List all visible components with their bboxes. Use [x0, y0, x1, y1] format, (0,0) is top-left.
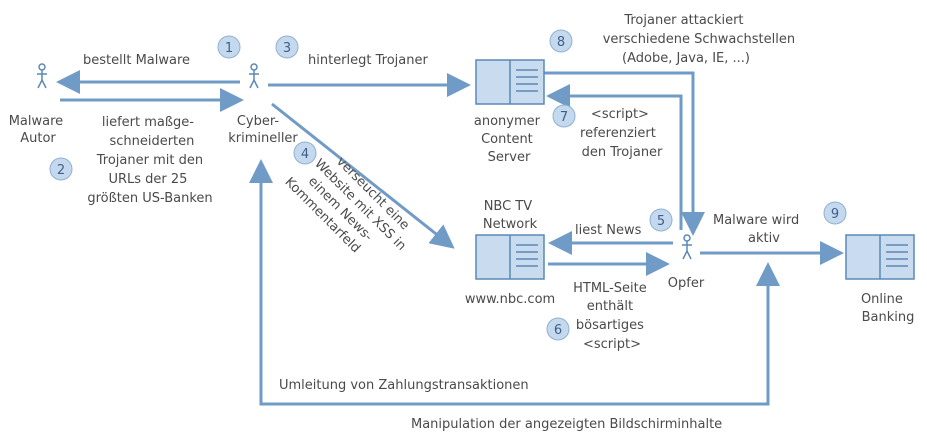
- step-7-text: <script> referenziert den Trojaner: [580, 107, 663, 160]
- svg-text:1: 1: [225, 41, 233, 56]
- nbc-server-icon: [475, 234, 545, 280]
- step-badge-3: 3: [275, 35, 299, 59]
- label-opfer: Opfer: [668, 276, 705, 291]
- step-badge-1: 1: [217, 35, 241, 59]
- step-badge-8: 8: [549, 29, 573, 53]
- step-3-text: hinterlegt Trojaner: [308, 53, 428, 68]
- step-badge-9: 9: [823, 201, 847, 225]
- redirect-text: Umleitung von Zahlungstransaktionen: [279, 378, 529, 393]
- label-banking: Online Banking: [861, 292, 914, 325]
- label-cyber: Cyber- krimineller: [228, 114, 298, 146]
- step-badge-7: 7: [552, 104, 576, 128]
- svg-text:3: 3: [283, 41, 291, 56]
- step-2-text: liefert maßge- schneiderten Trojaner mit…: [87, 115, 212, 206]
- banking-server-icon: [845, 234, 915, 280]
- label-nbc-url: www.nbc.com: [465, 292, 555, 307]
- label-server: anonymer Content Server: [474, 114, 544, 165]
- arrow-4: [271, 102, 455, 249]
- step-1-text: bestellt Malware: [83, 53, 190, 68]
- label-nbc: NBC TV Network: [483, 199, 538, 232]
- step-9-text: Malware wird aktiv: [713, 213, 803, 246]
- content-server-icon: [475, 59, 545, 105]
- step-5-text: liest News: [575, 223, 642, 238]
- svg-text:9: 9: [831, 207, 839, 222]
- arrow-7: [546, 84, 683, 230]
- manipulation-text: Manipulation der angezeigten Bildschirmi…: [411, 417, 722, 432]
- arrows: [56, 70, 844, 406]
- arrow-8: [544, 71, 705, 236]
- step-badge-4: 4: [293, 141, 317, 165]
- step-badge-2: 2: [49, 157, 73, 181]
- step-6-text: HTML-Seite enthält bösartiges <script>: [573, 281, 651, 352]
- cyber-krimineller-icon: [248, 63, 260, 89]
- step-badge-6: 6: [546, 317, 570, 341]
- arrow-return: [249, 159, 770, 406]
- malware-autor-icon: [36, 63, 48, 89]
- svg-text:2: 2: [57, 163, 65, 178]
- opfer-icon: [681, 234, 693, 260]
- svg-text:6: 6: [554, 323, 562, 338]
- svg-text:8: 8: [557, 35, 565, 50]
- step-8-text: Trojaner attackiert verschiedene Schwach…: [603, 13, 800, 66]
- svg-text:7: 7: [560, 110, 568, 125]
- svg-text:5: 5: [657, 214, 665, 229]
- label-malware-autor: Malware Autor: [9, 114, 68, 146]
- svg-text:4: 4: [301, 147, 309, 162]
- step-badge-5: 5: [649, 208, 673, 232]
